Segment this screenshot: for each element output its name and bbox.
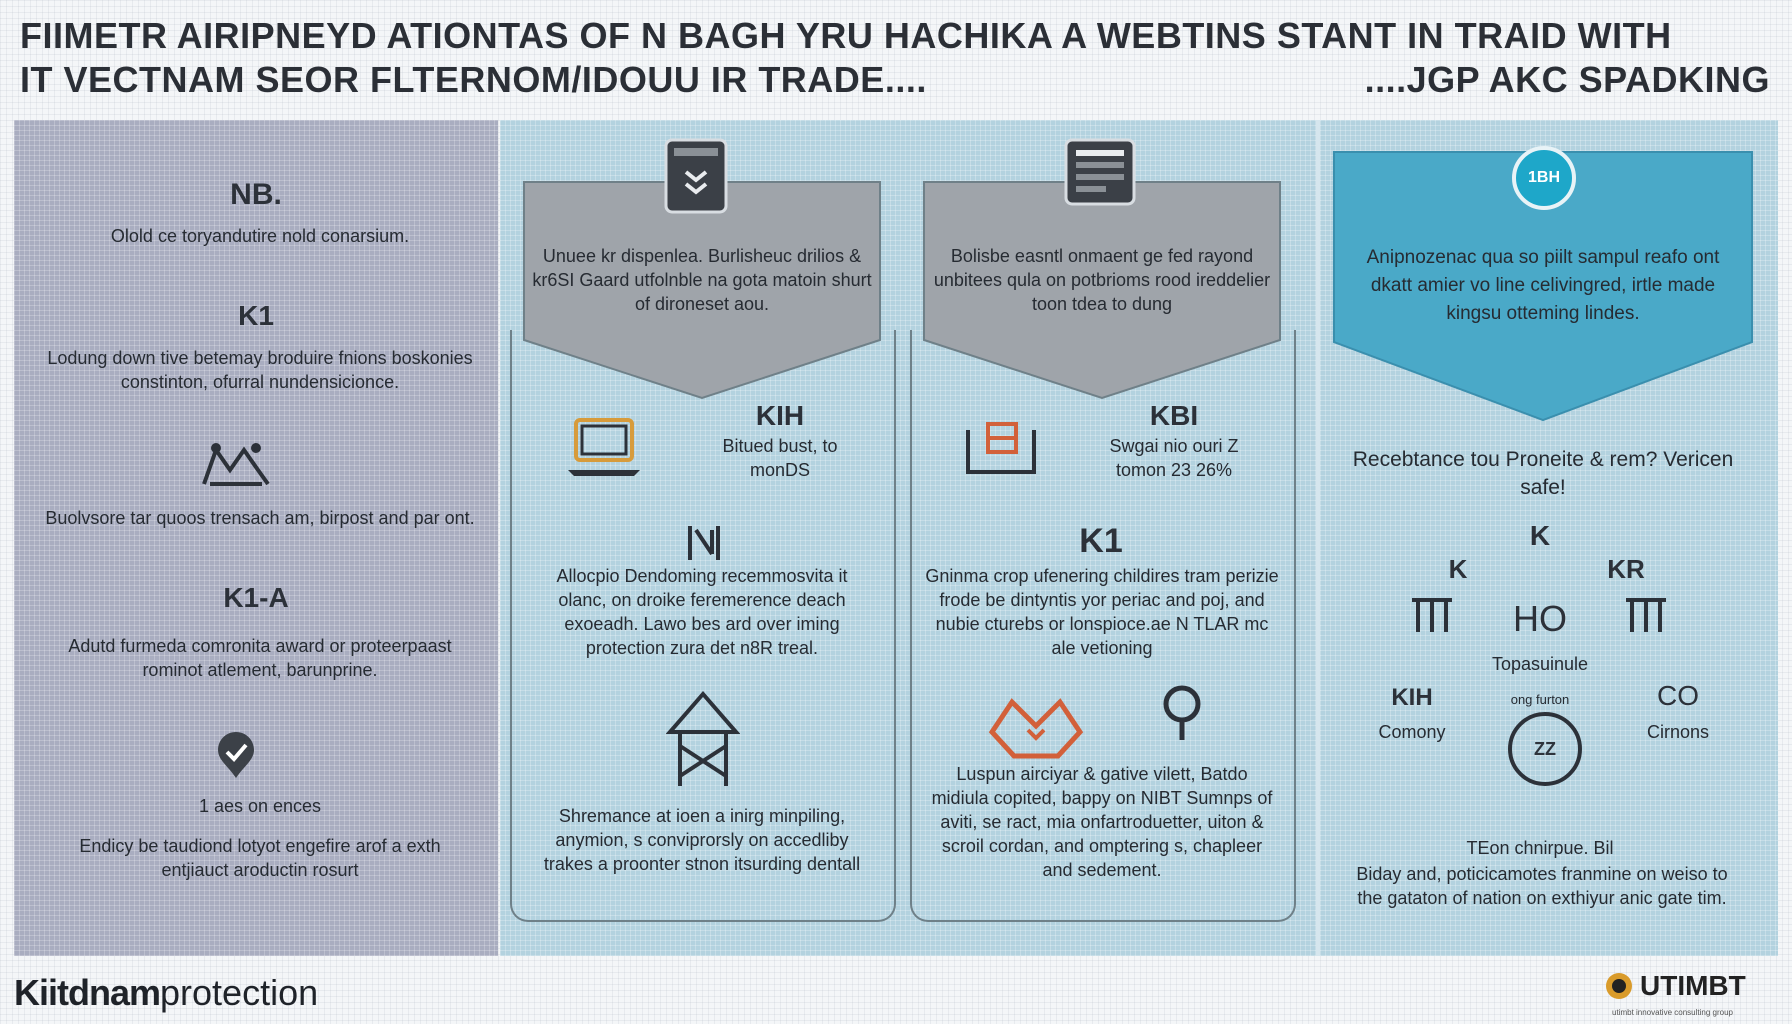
col4-left-label-top: KIH <box>1391 684 1433 711</box>
left-text-6: Endicy be taudiond lotyot engefire arof … <box>79 836 441 880</box>
col2-banner-text: Unuee kr dispenlea. Burlisheuc drilios &… <box>532 246 872 314</box>
col3-head: KBI <box>1149 400 1199 431</box>
footer-logo-text: UTIMBT <box>1640 970 1746 1001</box>
left-text-3: Buolvsore tar quoos trensach am, birpost… <box>45 508 475 528</box>
col4-ring-label: ong furton <box>1510 692 1570 707</box>
left-text-5: 1 aes on ences <box>198 796 322 816</box>
laptop-icon <box>568 418 640 476</box>
document-icon <box>664 138 728 214</box>
tray-icon <box>966 422 1036 474</box>
monitor-icon <box>1064 138 1136 206</box>
footer-brand-light: protection <box>160 972 319 1013</box>
col4-bottom-text: Biday and, poticicamotes franmine on wei… <box>1356 864 1728 908</box>
col4-bottom-head: TEon chnirpue. Bil <box>1466 838 1614 858</box>
col4-left-label: Comony <box>1378 722 1446 742</box>
col3-stat: Swgai nio ouri Z tomon 23 26% <box>1109 436 1239 480</box>
title-line-2: IT VECTNAM SEOR FLTERNOM/IDOUU IR TRADE.… <box>20 58 1770 102</box>
col2-banner <box>523 181 881 400</box>
col3-text-2: Luspun airciyar & gative vilett, Batdo m… <box>931 764 1273 880</box>
left-text-4: Adutd furmeda comronita award or proteer… <box>68 636 452 680</box>
left-head-2: K1 <box>238 300 274 331</box>
col3-text-1: Gninma crop ufenering childires tram per… <box>925 566 1279 658</box>
col4-right-label: Cirnons <box>1646 722 1710 742</box>
bracket-icon <box>688 526 720 560</box>
shield-check-icon <box>218 732 254 778</box>
hands-heart-icon <box>988 698 1084 759</box>
left-text-2: Lodung down tive betemay broduire fnions… <box>47 348 473 392</box>
location-pin-icon <box>1163 685 1201 740</box>
col4-ring: ZZ <box>1508 712 1582 786</box>
col4-k-right: KR <box>1607 554 1645 584</box>
left-panel <box>14 120 498 956</box>
col3-banner-text: Bolisbe easntl onmaent ge fed rayond unb… <box>933 246 1271 314</box>
left-head-1: NB. <box>230 178 282 211</box>
footer-brand-bold: Kiitdnam <box>14 972 161 1013</box>
col2-text-1: Allocpio Dendoming recemmosvita it olanc… <box>556 566 848 658</box>
column-divider <box>1316 120 1320 956</box>
col3-card <box>910 330 1296 922</box>
left-text-1: Olold ce toryandutire nold conarsium. <box>110 226 410 246</box>
pillars-icon-right <box>1626 598 1666 632</box>
pillars-icon-left <box>1412 598 1452 632</box>
title-line-1: FIIMETR AIRIPNEYD ATIONTAS OF N BAGH YRU… <box>20 15 1672 56</box>
tower-icon <box>666 690 740 786</box>
left-head-3: K1-A <box>223 582 289 613</box>
title-line-2-left: IT VECTNAM SEOR FLTERNOM/IDOUU IR TRADE.… <box>20 59 927 100</box>
col4-sub: Topasuinule <box>1491 654 1589 674</box>
col2-card <box>510 330 896 922</box>
col2-head: KIH <box>755 400 805 431</box>
handshake-icon <box>202 443 270 486</box>
footer-logo-sub: utimbt innovative consulting group <box>1612 1008 1733 1017</box>
col4-right-label-top: CO <box>1657 680 1699 711</box>
col4-banner <box>1333 151 1753 422</box>
footer-logo: UTIMBT utimbt innovative consulting grou… <box>1604 970 1746 1017</box>
col3-head-2: K1 <box>1079 522 1123 560</box>
col4-k-top: K <box>1529 520 1551 551</box>
col4-banner-text: Anipnozenac qua so piilt sampul reafo on… <box>1366 247 1720 324</box>
col2-text-2: Shremance at ioen a inirg minpiling, any… <box>543 806 861 874</box>
footer-brand: Kiitdnamprotection <box>14 972 318 1014</box>
col4-badge: 1BH <box>1512 146 1576 210</box>
col3-banner <box>923 181 1281 400</box>
col2-stat: Bitued bust, to monDS <box>722 436 838 480</box>
col4-question: Recebtance tou Proneite & rem? Vericen s… <box>1352 448 1734 499</box>
title-line-2-right: ....JGP AKC SPADKING <box>1364 59 1770 100</box>
col4-center: HO <box>1513 598 1567 639</box>
sun-logo-icon <box>1606 973 1632 999</box>
page-title: FIIMETR AIRIPNEYD ATIONTAS OF N BAGH YRU… <box>20 14 1770 102</box>
col4-k-left: K <box>1448 554 1468 584</box>
